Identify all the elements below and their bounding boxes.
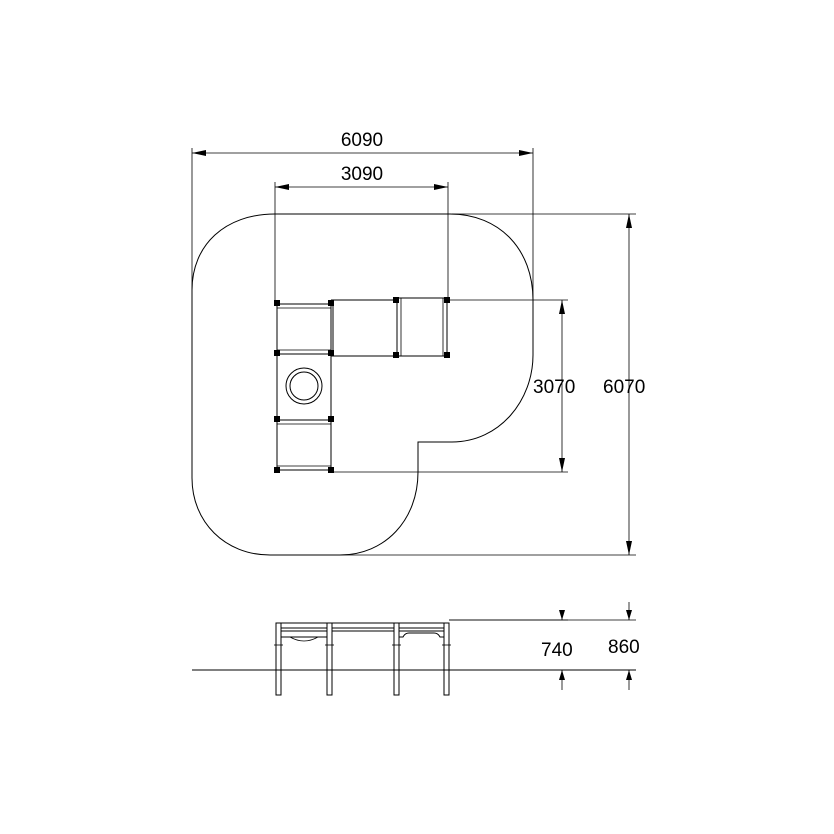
elevation-posts: [274, 622, 451, 696]
dim-label-inner-height: 3070: [533, 377, 575, 398]
safety-zone-outline: [191, 213, 534, 556]
dim-inner-height: 3070: [331, 299, 575, 473]
dim-overall-height: 6070: [270, 213, 645, 556]
dim-platform-height: 740: [449, 610, 573, 690]
platform-top-left: [276, 303, 332, 355]
platform-bottom-left: [276, 419, 332, 471]
dim-label-overall-height: 6070: [603, 377, 645, 398]
plan-view: 6090 3090 3070 6070: [191, 130, 645, 556]
dim-overall-height-elevation: 860: [449, 602, 640, 690]
dim-inner-width: 3090: [274, 164, 449, 302]
dim-overall-width: 6090: [191, 130, 534, 300]
posts: [274, 297, 450, 473]
dim-label-overall-width: 6090: [341, 130, 383, 151]
elevation-view: 740 860: [192, 602, 640, 696]
dim-label-platform-height: 740: [541, 640, 573, 661]
dim-label-overall-height-elevation: 860: [608, 637, 640, 658]
elevation-panel-left: [280, 630, 328, 638]
round-hatch: [285, 367, 323, 405]
elevation-panel-right: [398, 630, 445, 638]
platform-top-right: [396, 297, 448, 357]
platform-middle: [276, 353, 332, 421]
dim-label-inner-width: 3090: [341, 164, 383, 185]
